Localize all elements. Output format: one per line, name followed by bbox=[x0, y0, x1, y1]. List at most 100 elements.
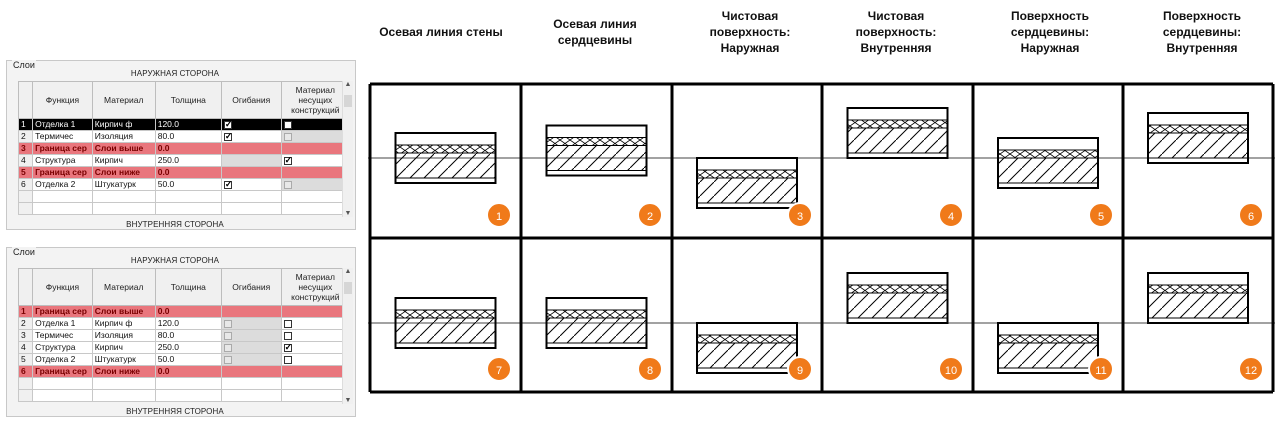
wall-outline bbox=[696, 322, 798, 374]
thickness-cell[interactable]: 0.0 bbox=[154, 365, 222, 378]
layer-finish-exterior bbox=[546, 125, 647, 138]
panel-title: Слои bbox=[12, 60, 36, 70]
layer-insulation bbox=[1147, 124, 1249, 134]
layer-finish-exterior bbox=[696, 157, 798, 171]
header-wraps[interactable]: Огибания bbox=[220, 81, 282, 119]
thickness-cell[interactable]: 120.0 bbox=[154, 118, 222, 131]
layer-insulation bbox=[395, 309, 496, 319]
panel-title: Слои bbox=[12, 247, 36, 257]
layer-finish-exterior bbox=[997, 137, 1099, 151]
structural-checkbox[interactable] bbox=[283, 331, 292, 340]
layer-insulation bbox=[546, 309, 647, 319]
layer-insulation bbox=[1147, 284, 1249, 294]
layers-table: Функция Материал Толщина Огибания Матери… bbox=[17, 81, 351, 215]
structural-checkbox[interactable] bbox=[283, 156, 292, 165]
scroll-thumb[interactable] bbox=[344, 95, 352, 107]
layer-insulation bbox=[696, 169, 798, 179]
layer-insulation bbox=[395, 144, 496, 154]
number-badge: 12 bbox=[1238, 356, 1264, 382]
wraps-checkbox[interactable] bbox=[223, 180, 232, 189]
wall-outline bbox=[846, 107, 949, 159]
header-structural-material[interactable]: Материал несущих конструкций bbox=[280, 268, 351, 306]
wall-section bbox=[394, 297, 497, 349]
thickness-cell[interactable]: 0.0 bbox=[154, 166, 222, 179]
layer-core bbox=[395, 152, 496, 179]
scroll-thumb[interactable] bbox=[344, 282, 352, 294]
column-header-finish-exterior: Чистовая поверхность: Наружная bbox=[709, 9, 791, 55]
row-number: 3 bbox=[17, 329, 34, 342]
material-cell[interactable]: Слои выше bbox=[91, 305, 156, 318]
empty-row bbox=[17, 389, 351, 402]
layer-insulation bbox=[847, 119, 948, 129]
layers-panel-bottom: Слои НАРУЖНАЯ СТОРОНА Функция Материал Т… bbox=[6, 247, 356, 417]
structural-checkbox bbox=[283, 180, 292, 189]
layer-core bbox=[696, 342, 798, 369]
layer-core bbox=[1147, 132, 1249, 159]
row-number: 4 bbox=[17, 341, 34, 354]
header-wraps[interactable]: Огибания bbox=[220, 268, 282, 306]
number-badge: 4 bbox=[938, 202, 964, 228]
row-number: 3 bbox=[17, 142, 34, 155]
header-material[interactable]: Материал bbox=[91, 268, 156, 306]
function-cell[interactable]: Граница сер bbox=[32, 305, 93, 318]
wraps-checkbox[interactable] bbox=[223, 132, 232, 141]
wall-section bbox=[846, 272, 949, 324]
layers-table: Функция Материал Толщина Огибания Матери… bbox=[17, 268, 351, 402]
layer-finish-exterior bbox=[847, 107, 948, 121]
structural-checkbox[interactable] bbox=[283, 120, 292, 129]
row-number: 5 bbox=[17, 353, 34, 366]
wall-section bbox=[846, 107, 949, 159]
wall-section bbox=[997, 137, 1099, 189]
scroll-up-arrow-icon[interactable]: ▲ bbox=[344, 81, 352, 88]
number-badge: 5 bbox=[1088, 202, 1114, 228]
layer-finish-exterior bbox=[395, 297, 496, 311]
header-function[interactable]: Функция bbox=[32, 268, 93, 306]
column-header-core-exterior: Поверхность сердцевины: Наружная bbox=[1010, 9, 1090, 55]
layer-finish-exterior bbox=[1147, 112, 1249, 126]
layer-core bbox=[696, 177, 798, 204]
number-badge: 1 bbox=[486, 202, 512, 228]
exterior-side-label: НАРУЖНАЯ СТОРОНА bbox=[130, 256, 220, 265]
material-cell[interactable]: Кирпич ф bbox=[91, 118, 156, 131]
interior-side-label: ВНУТРЕННЯЯ СТОРОНА bbox=[126, 220, 224, 229]
table-scrollbar[interactable]: ▲ ▼ bbox=[342, 81, 353, 217]
scroll-up-arrow-icon[interactable]: ▲ bbox=[344, 268, 352, 275]
wall-section bbox=[545, 297, 648, 349]
header-thickness[interactable]: Толщина bbox=[154, 81, 222, 119]
layer-finish-exterior bbox=[696, 322, 798, 336]
row-number: 6 bbox=[17, 365, 34, 378]
wraps-checkbox bbox=[223, 331, 232, 340]
wall-outline bbox=[1147, 112, 1249, 164]
layer-finish-exterior bbox=[395, 132, 496, 146]
wall-section bbox=[696, 157, 798, 209]
header-structural-material[interactable]: Материал несущих конструкций bbox=[280, 81, 351, 119]
number-badge: 7 bbox=[486, 356, 512, 382]
number-badge: 2 bbox=[637, 202, 663, 228]
layer-core bbox=[997, 342, 1099, 369]
layer-insulation bbox=[696, 334, 798, 344]
structural-checkbox[interactable] bbox=[283, 355, 292, 364]
scroll-down-arrow-icon[interactable]: ▼ bbox=[344, 397, 352, 404]
structural-checkbox[interactable] bbox=[283, 343, 292, 352]
structural-checkbox[interactable] bbox=[283, 319, 292, 328]
layer-finish-exterior bbox=[1147, 272, 1249, 286]
empty-row bbox=[17, 202, 351, 215]
number-badge: 10 bbox=[938, 356, 964, 382]
header-function[interactable]: Функция bbox=[32, 81, 93, 119]
thickness-cell[interactable]: 0.0 bbox=[154, 142, 222, 155]
wall-outline bbox=[394, 132, 497, 184]
scroll-down-arrow-icon[interactable]: ▼ bbox=[344, 210, 352, 217]
layer-finish-exterior bbox=[997, 322, 1099, 336]
table-scrollbar[interactable]: ▲ ▼ bbox=[342, 268, 353, 404]
exterior-side-label: НАРУЖНАЯ СТОРОНА bbox=[130, 69, 220, 78]
layer-insulation bbox=[997, 149, 1099, 159]
wraps-checkbox[interactable] bbox=[223, 120, 232, 129]
header-thickness[interactable]: Толщина bbox=[154, 268, 222, 306]
wall-section bbox=[545, 124, 648, 177]
